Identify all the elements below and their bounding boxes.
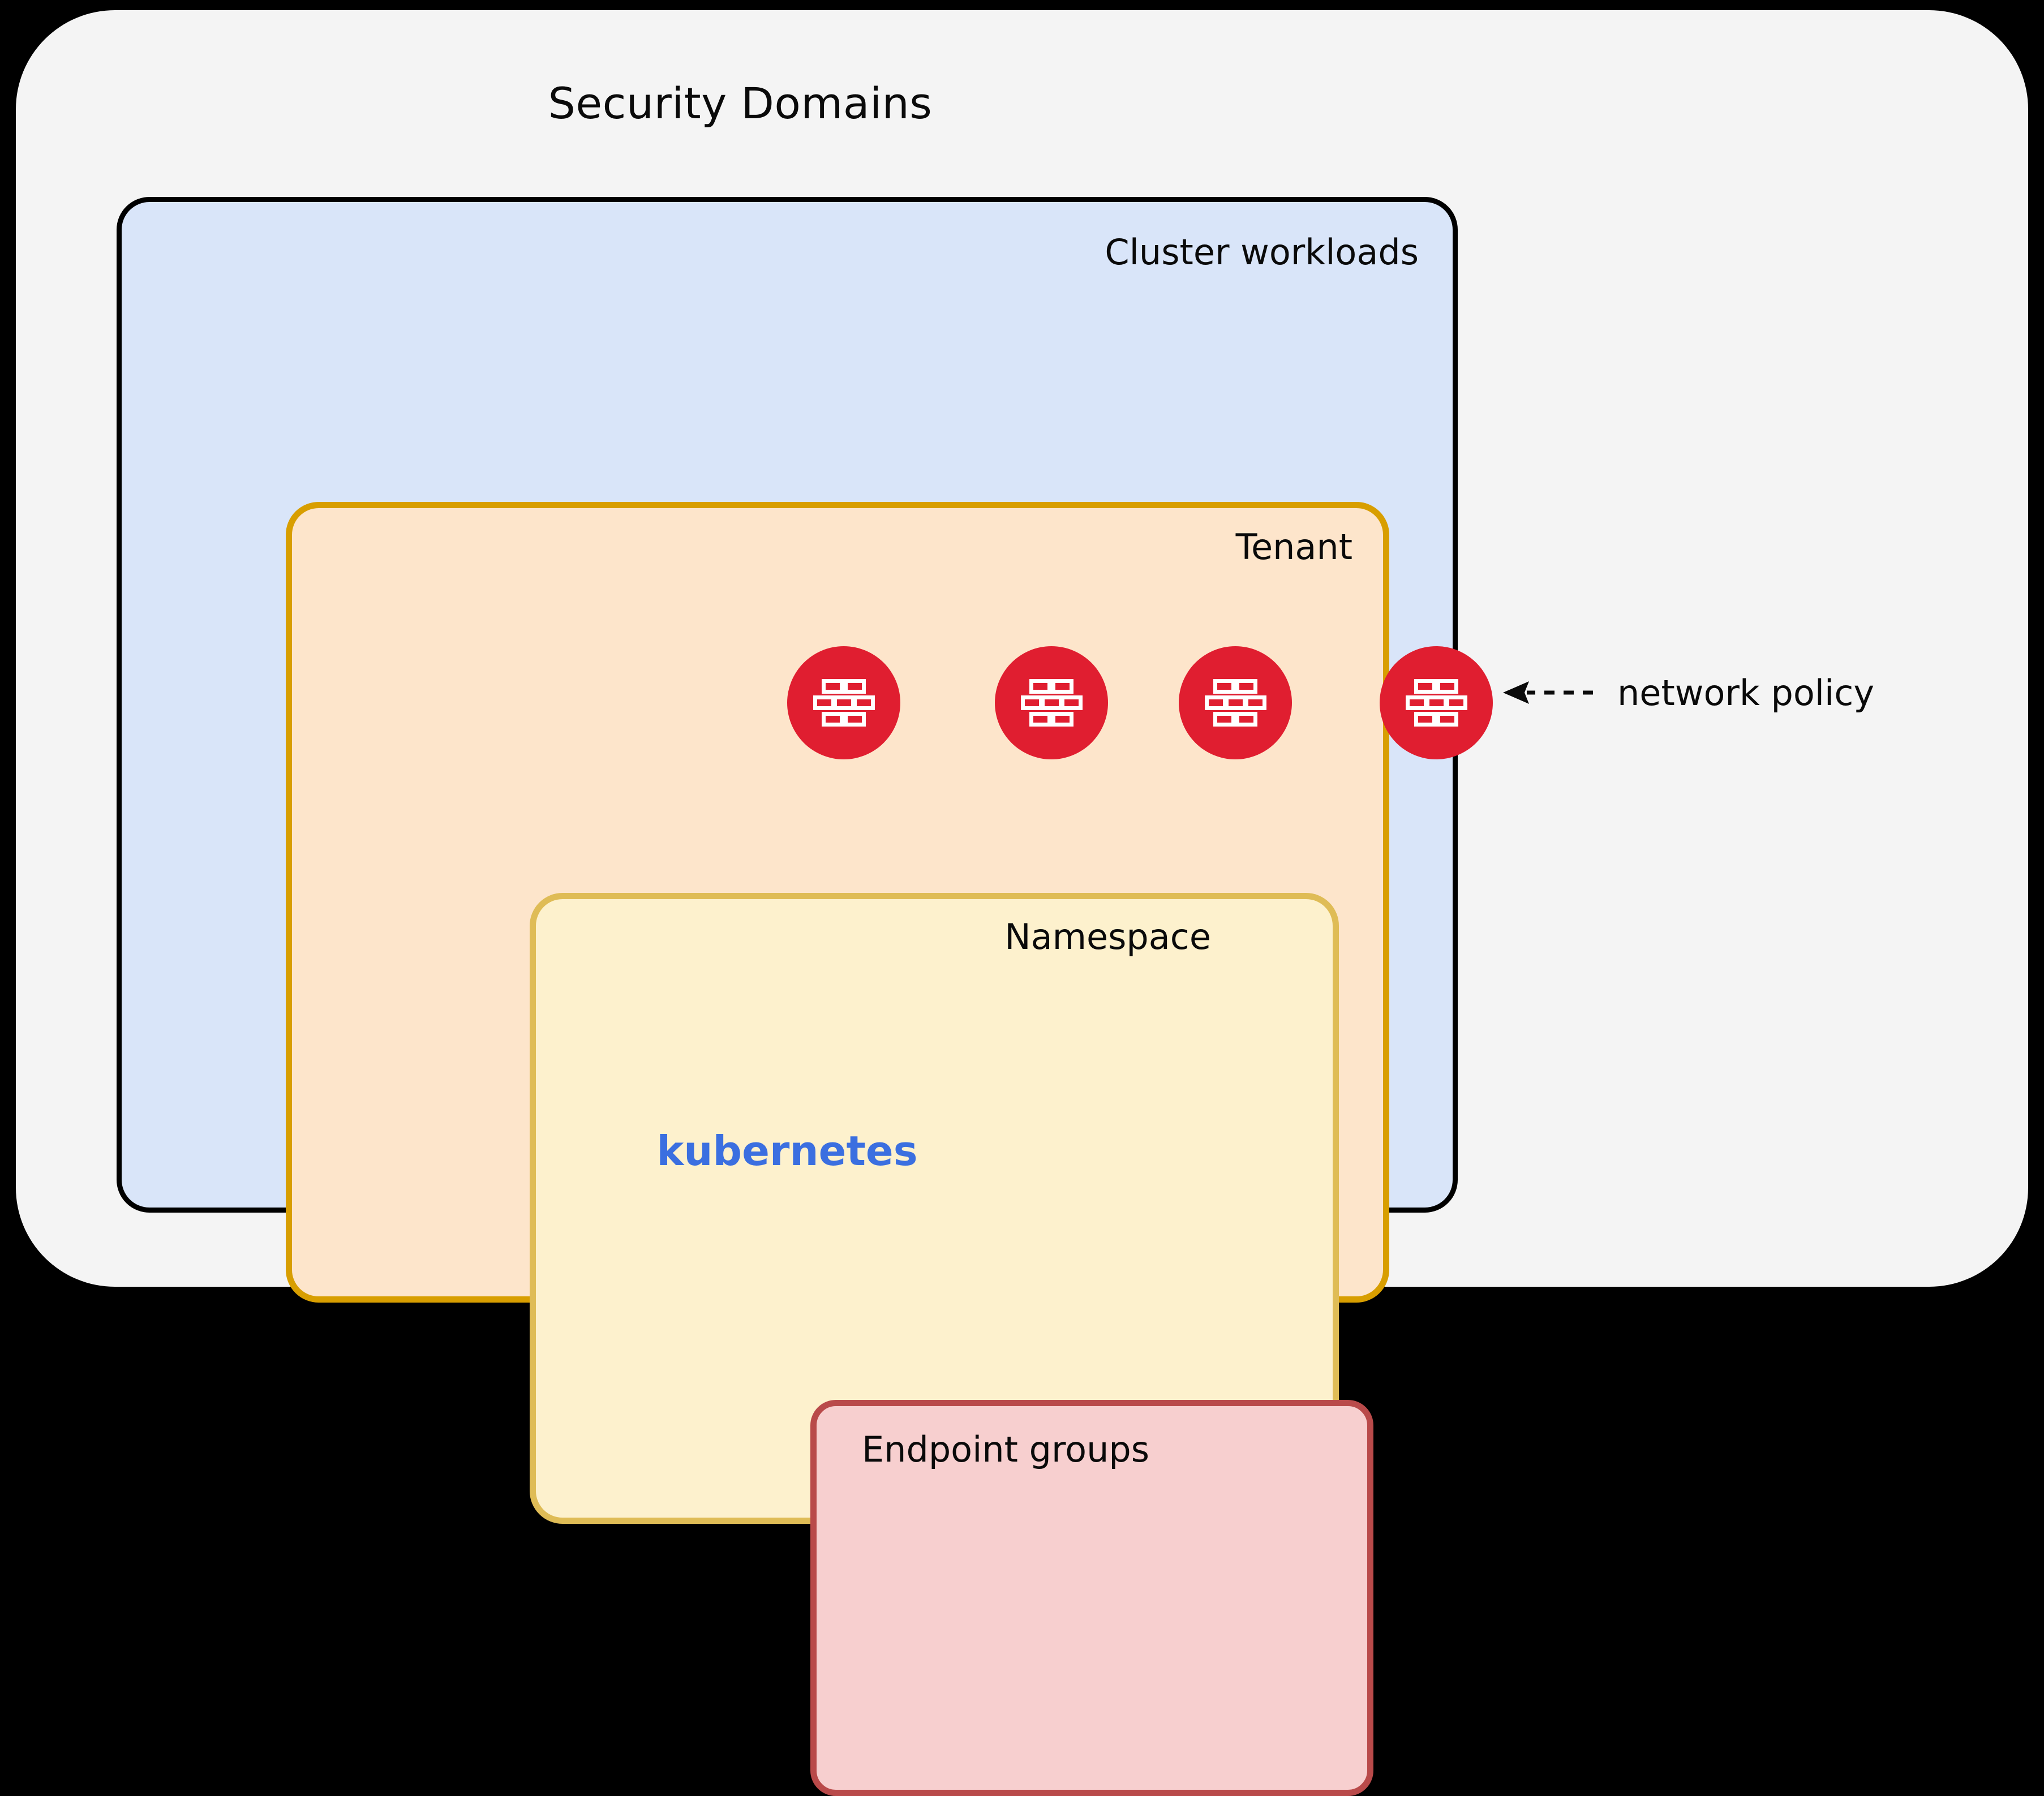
firewall-marker-endpoint-boundary[interactable] xyxy=(787,646,900,759)
diagram-canvas: Security Domains Cluster workloads Tenan… xyxy=(16,10,2028,1796)
firewall-marker-cluster-boundary[interactable] xyxy=(1380,646,1493,759)
layer-tenant: Tenant Namespace Endpoint groups xyxy=(286,502,1389,1796)
layer-tenant-label: Tenant xyxy=(1235,526,1352,568)
firewall-marker-tenant-boundary[interactable] xyxy=(1179,646,1292,759)
firewall-brick-icon xyxy=(813,678,875,728)
layer-namespace-label: Namespace xyxy=(1004,916,1211,957)
network-policy-annotation: network policy xyxy=(1500,667,1874,719)
firewall-brick-icon xyxy=(1020,678,1083,728)
layer-cluster-workloads-label: Cluster workloads xyxy=(1105,231,1419,273)
layer-endpoint-groups: Endpoint groups xyxy=(810,1400,1373,1796)
layer-endpoint-groups-label: Endpoint groups xyxy=(862,1429,1150,1470)
page-title: Security Domains xyxy=(548,78,933,128)
layer-namespace: Namespace Endpoint groups xyxy=(530,893,1373,1796)
dashed-left-arrow-icon xyxy=(1500,676,1596,710)
firewall-marker-namespace-boundary[interactable] xyxy=(995,646,1108,759)
network-policy-label: network policy xyxy=(1617,672,1875,714)
firewall-brick-icon xyxy=(1204,678,1266,728)
kubernetes-logo-label: kubernetes xyxy=(656,1127,918,1175)
security-domains-panel: Security Domains Cluster workloads Tenan… xyxy=(16,10,2028,1796)
firewall-brick-icon xyxy=(1405,678,1467,728)
